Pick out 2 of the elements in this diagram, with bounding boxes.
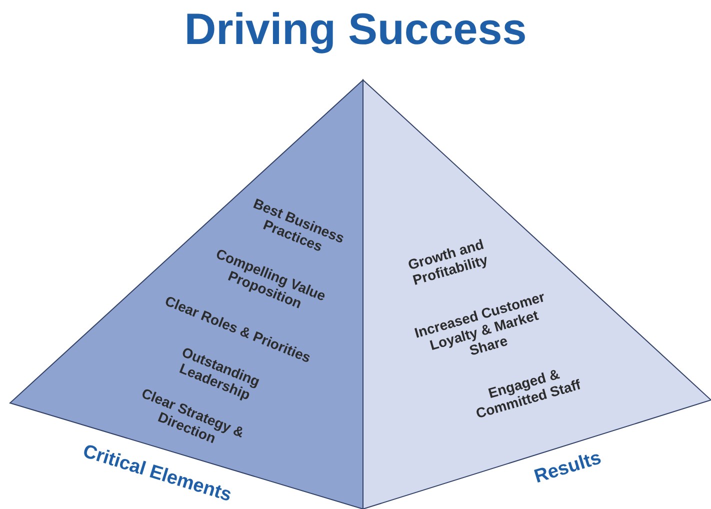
title: Driving Success: [183, 4, 528, 56]
face-heading: Results: [532, 447, 604, 489]
